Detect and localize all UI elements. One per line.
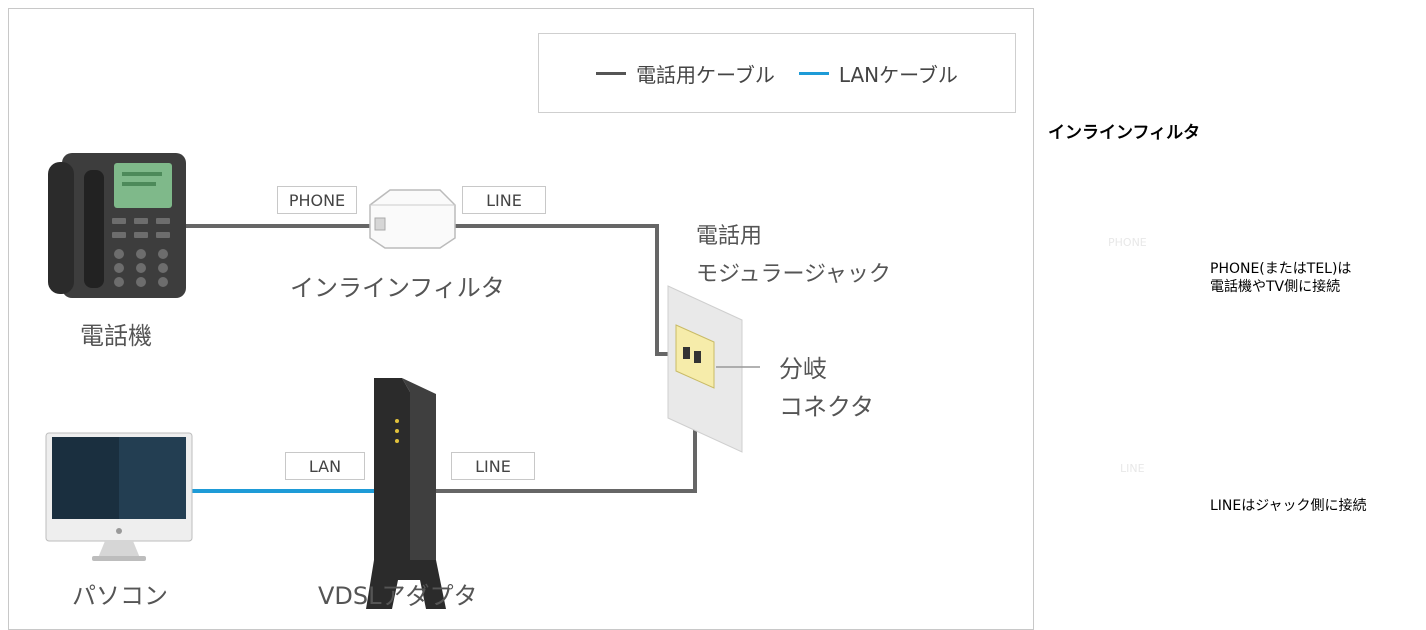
modular-jack-icon bbox=[667, 285, 743, 453]
inline-filter-icon bbox=[369, 189, 456, 249]
photo1-port-text: PHONE bbox=[1108, 236, 1147, 249]
legend-item-phone-cable: 電話用ケーブル bbox=[596, 59, 775, 88]
wiring-diagram bbox=[45, 153, 760, 609]
photo2-port-text: LINE bbox=[1120, 462, 1145, 475]
legend-label-lan-cable: LANケーブル bbox=[838, 62, 958, 87]
port-tag-filter-line: LINE bbox=[462, 186, 546, 214]
legend-label-phone-cable: 電話用ケーブル bbox=[636, 62, 775, 87]
legend-swatch-phone-cable bbox=[596, 71, 627, 75]
photo1-caption-line1: PHONE(またはTEL)は bbox=[1210, 261, 1352, 277]
photo1-caption: PHONE(またはTEL)は 電話機やTV側に接続 bbox=[1210, 260, 1351, 296]
side-panel-title: インラインフィルタ bbox=[1048, 123, 1201, 143]
photo2-caption: LINEはジャック側に接続 bbox=[1210, 498, 1367, 514]
modular-jack-label: 電話用 モジュラージャック bbox=[696, 218, 891, 294]
splitter-label-line2: コネクタ bbox=[779, 393, 875, 421]
pc-label: パソコン bbox=[72, 582, 168, 610]
vdsl-adapter-label: VDSLアダプタ bbox=[318, 582, 478, 610]
telephone-label: 電話機 bbox=[80, 322, 152, 350]
port-tag-filter-phone: PHONE bbox=[277, 186, 357, 214]
telephone-icon bbox=[48, 153, 186, 298]
splitter-label: 分岐 コネクタ bbox=[779, 350, 874, 426]
vdsl-adapter-icon bbox=[366, 378, 446, 609]
pc-icon bbox=[45, 432, 193, 561]
legend-swatch-lan-cable bbox=[798, 71, 829, 75]
modular-jack-label-line2: モジュラージャック bbox=[696, 262, 891, 287]
modular-jack-label-line1: 電話用 bbox=[696, 224, 763, 249]
port-tag-adapter-line: LINE bbox=[451, 452, 535, 480]
splitter-label-line1: 分岐 bbox=[779, 355, 827, 383]
legend-item-lan-cable: LANケーブル bbox=[798, 59, 958, 88]
inline-filter-label: インラインフィルタ bbox=[290, 274, 505, 302]
port-tag-adapter-lan: LAN bbox=[285, 452, 365, 480]
photo1-caption-line2: 電話機やTV側に接続 bbox=[1210, 279, 1341, 295]
legend: 電話用ケーブル LANケーブル bbox=[538, 33, 1016, 113]
